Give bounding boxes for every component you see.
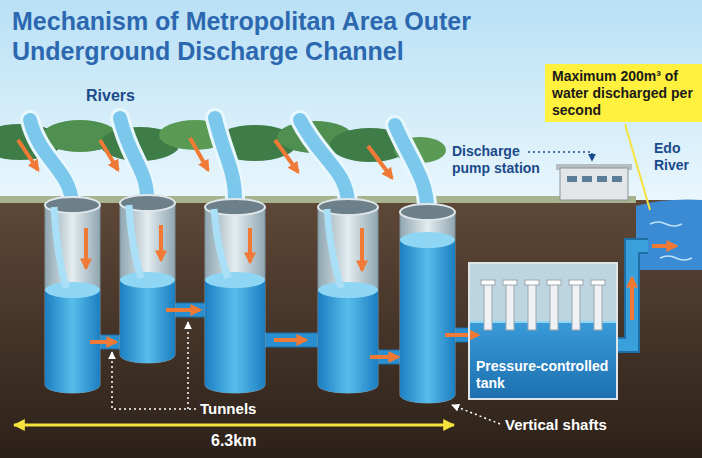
shaft-water: [205, 280, 265, 393]
flow-arrow: [248, 228, 252, 262]
shaft-label: Vertical shafts: [505, 416, 607, 434]
flow-arrow: [159, 225, 163, 260]
pillar-cap: [547, 280, 561, 285]
waterfall: [214, 209, 228, 278]
edo-river-water: [636, 200, 702, 270]
river: [120, 118, 147, 201]
river: [300, 120, 348, 205]
water-surface: [318, 282, 378, 298]
flow-arrow: [368, 146, 392, 178]
discharge-pipe: [618, 246, 648, 345]
pump-station-label: Discharge pump station: [452, 143, 548, 177]
building: [560, 168, 628, 200]
water-surface: [400, 232, 455, 248]
pump-station-building: [556, 164, 632, 200]
pillar: [550, 284, 558, 330]
flow-arrow: [370, 355, 398, 359]
tank-water: [468, 322, 618, 400]
ground: [0, 200, 702, 458]
shaft-water: [318, 290, 378, 393]
river: [395, 125, 427, 210]
discharge-pipe: [618, 246, 648, 345]
waterfall: [129, 205, 141, 278]
vertical-shaft: [400, 204, 455, 403]
waterfall: [54, 207, 66, 288]
flow-arrow: [90, 340, 116, 344]
river: [300, 120, 348, 205]
tank-air: [468, 262, 618, 400]
dimension-line: [14, 424, 454, 427]
pillar: [528, 284, 536, 330]
river: [395, 125, 427, 210]
window: [582, 176, 592, 182]
callout-box: Maximum 200m³ of water discharged per se…: [545, 64, 702, 122]
shaft-rim: [400, 204, 455, 220]
flow-arrow: [190, 138, 208, 170]
pillar-cap: [503, 280, 517, 285]
pillar-cap: [569, 280, 583, 285]
sky: [0, 0, 702, 205]
shaft-body: [205, 207, 265, 393]
flow-arrow: [166, 308, 200, 312]
shaft-body: [45, 205, 100, 393]
shaft-body: [120, 203, 175, 363]
window: [567, 176, 577, 182]
vertical-shaft: [120, 195, 175, 363]
shaft-body: [318, 207, 378, 393]
shaft-water: [120, 280, 175, 363]
tank-interior: [468, 262, 618, 400]
pillar-cap: [525, 280, 539, 285]
flow-arrow: [84, 228, 88, 268]
vertical-shaft: [205, 199, 265, 393]
leader-line: [112, 352, 196, 409]
pillar: [484, 284, 492, 330]
dimension-label: 6.3km: [211, 431, 256, 450]
flow-arrow: [360, 228, 364, 270]
flow-arrows: [18, 138, 676, 357]
shaft-body: [400, 212, 455, 403]
wave: [650, 222, 682, 226]
tunnel-label: Tunnels: [200, 400, 256, 418]
tunnel: [263, 333, 320, 347]
river: [30, 120, 72, 203]
flow-arrow: [630, 278, 634, 320]
node-text: Maximum 200m³ of water discharged per se…: [552, 68, 695, 118]
pillar-cap: [481, 280, 495, 285]
shaft-water: [400, 240, 455, 403]
flow-arrow: [445, 333, 478, 337]
river: [215, 118, 235, 205]
water-surface: [205, 272, 265, 288]
node-text: Pressure-controlled tank: [476, 358, 610, 392]
flow-arrow: [100, 140, 118, 170]
flow-arrow: [18, 140, 38, 170]
pillar-cap: [591, 280, 605, 285]
flow-arrow: [275, 140, 298, 172]
leader-line: [187, 322, 189, 409]
flow-arrow: [652, 244, 676, 248]
tank-box: Pressure-controlled tank: [468, 262, 618, 400]
rivers: [30, 118, 427, 210]
window: [597, 176, 607, 182]
river: [30, 120, 72, 203]
window: [612, 176, 622, 182]
flow-arrow: [274, 338, 306, 342]
river-name-label: Edo River: [654, 140, 696, 174]
river: [215, 118, 235, 205]
wave: [660, 256, 692, 260]
pillar: [594, 284, 602, 330]
leader-line: [452, 405, 500, 424]
vertical-shaft: [45, 197, 100, 393]
water-surface: [120, 272, 175, 288]
river-label: Rivers: [86, 86, 135, 105]
vertical-shaft: [318, 199, 378, 393]
waterfall: [327, 209, 341, 288]
pillar: [506, 284, 514, 330]
leader-line: [528, 152, 592, 161]
diagram-title: Mechanism of Metropolitan Area Outer Und…: [12, 6, 512, 66]
water-surface: [45, 282, 100, 298]
pillar: [572, 284, 580, 330]
river: [120, 118, 147, 201]
